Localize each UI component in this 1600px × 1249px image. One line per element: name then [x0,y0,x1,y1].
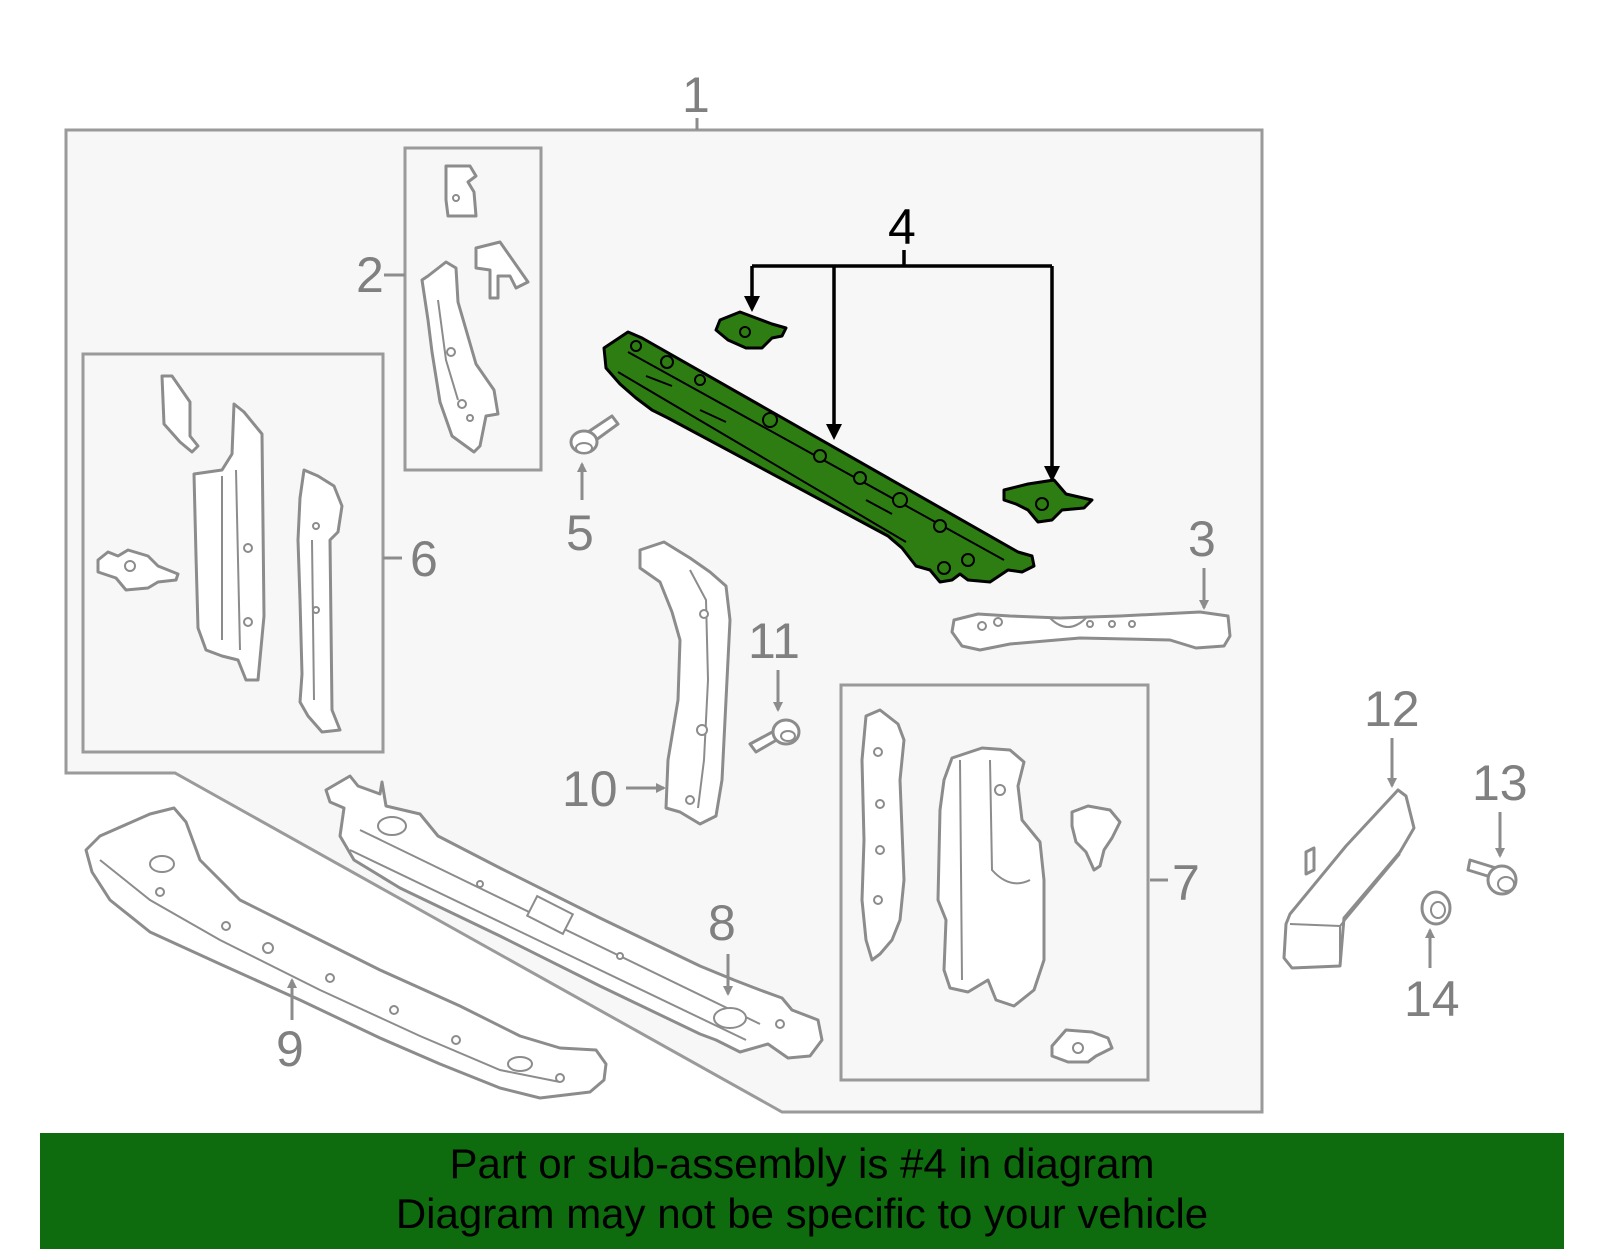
notice-banner: Part or sub-assembly is #4 in diagram Di… [40,1133,1564,1249]
banner-line-1: Part or sub-assembly is #4 in diagram [449,1140,1155,1187]
box-2 [403,146,543,472]
part-5-drawing [569,414,620,455]
part-2-drawing [420,164,530,454]
part-9-drawing [84,806,608,1100]
part-10-drawing [638,540,732,826]
callout-1: 1 [682,67,710,123]
box-7 [839,683,1150,1082]
part-14-drawing [1420,890,1452,926]
banner-line-2: Diagram may not be specific to your vehi… [395,1190,1209,1237]
part-8-drawing [324,774,824,1060]
part-3-drawing [950,610,1232,652]
callout-10: 10 [562,761,618,817]
part-7-drawing [860,708,1122,1064]
part-6-drawing [96,374,344,734]
callout-6: 6 [410,531,438,587]
callout-3: 3 [1188,511,1216,567]
part-13-drawing [1466,858,1518,896]
callout-7: 7 [1172,855,1200,911]
callout-11: 11 [748,613,800,669]
callout-4: 4 [888,199,916,255]
callout-9: 9 [276,1021,304,1077]
callout-8: 8 [708,895,736,951]
callout-5: 5 [566,505,594,561]
callout-13: 13 [1472,755,1528,811]
callout-14: 14 [1404,971,1460,1027]
part-11-drawing [748,718,801,754]
callout-2: 2 [356,247,384,303]
box-6 [81,352,385,754]
callout-12: 12 [1364,681,1420,737]
part-12-drawing [1282,788,1416,970]
part-4-drawing [602,310,1094,584]
